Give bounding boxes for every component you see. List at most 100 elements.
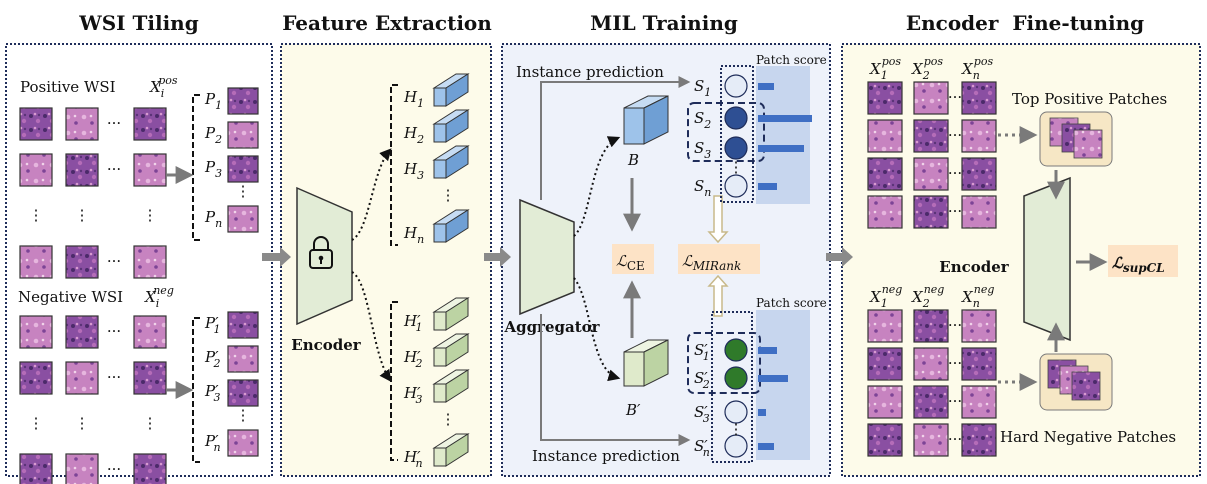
ft-tile <box>913 119 949 153</box>
ft-tile <box>913 157 949 191</box>
negative-wsi-symbol: Xineg <box>144 284 174 310</box>
feature-cube <box>432 433 470 467</box>
loss-ce: ℒCE <box>616 252 645 273</box>
pos-patch-bracket <box>192 94 200 241</box>
patch-thumb <box>227 205 259 233</box>
ellipsis-h: ··· <box>948 202 962 220</box>
B-label: B <box>627 151 639 169</box>
top-selected-group <box>687 102 765 162</box>
wsi-tile <box>19 361 53 395</box>
positive-wsi-label: Positive WSI <box>20 78 116 96</box>
ellipsis-h: ··· <box>948 126 962 144</box>
ft-header: X2neg <box>911 283 944 310</box>
feature-cube <box>432 333 470 367</box>
arrow-mil-to-finetune <box>826 247 853 267</box>
feature-label: H′n <box>403 448 423 470</box>
ellipsis-v: ⋮ <box>729 158 744 176</box>
ellipsis-v: ⋮ <box>236 406 251 424</box>
finetune-neg-grid: ··· ··· ··· ··· <box>867 309 997 457</box>
patch-score-top-label: Patch score <box>756 53 827 67</box>
feature-cube <box>432 73 470 107</box>
ft-tile <box>913 423 949 457</box>
patch-thumb <box>227 429 259 457</box>
ft-tile <box>867 195 903 229</box>
encoder-to-pos-features <box>351 148 392 241</box>
positive-wsi-symbol: Xipos <box>149 74 178 100</box>
wsi-tile <box>133 107 167 141</box>
pos-feature-bracket <box>390 84 398 246</box>
ft-tile <box>961 309 997 343</box>
patch-label: P′2 <box>204 348 221 370</box>
top-scores-group <box>720 65 754 203</box>
panels <box>5 43 1201 477</box>
neg-patch-bracket <box>192 317 200 463</box>
score-panel-bottom <box>756 310 810 460</box>
score-label: S′3 <box>694 403 710 425</box>
top-positive-label: Top Positive Patches <box>1012 90 1167 108</box>
aggregator-label: Aggregator <box>503 318 600 336</box>
feature-cube <box>432 145 470 179</box>
score-bar <box>758 375 788 382</box>
hard-neg-stack-3 <box>1071 371 1101 401</box>
feature-label: H′2 <box>403 348 423 370</box>
wsi-tile <box>65 315 99 349</box>
score-label: S′1 <box>694 341 710 363</box>
feature-label: H′1 <box>403 312 423 334</box>
positive-tile-grid: ······⋮⋮⋮··· <box>19 107 167 279</box>
score-bar <box>758 443 774 450</box>
score-bar <box>758 183 777 190</box>
wsi-tile <box>19 453 53 484</box>
feature-label: H2 <box>403 124 424 146</box>
finetune-encoder-shape <box>1023 176 1071 342</box>
patch-label: P′n <box>204 432 221 454</box>
patch-label: P3 <box>204 158 222 180</box>
loss-rank-box <box>678 244 760 274</box>
ellipsis-h: ··· <box>107 322 121 340</box>
wsi-tile <box>133 245 167 279</box>
ellipsis-v: ⋮ <box>75 206 90 224</box>
ellipsis-h: ··· <box>948 316 962 334</box>
wsi-tile <box>65 153 99 187</box>
ellipsis-h: ··· <box>948 392 962 410</box>
feature-cube <box>432 109 470 143</box>
score-bar <box>758 145 804 152</box>
ellipsis-v: ⋮ <box>29 206 44 224</box>
ft-tile <box>913 347 949 381</box>
loss-mirank: ℒMIRank <box>682 252 741 273</box>
wsi-tile <box>65 361 99 395</box>
ft-header: Xnpos <box>961 55 993 82</box>
instance-pred-bottom-label: Instance prediction <box>532 447 680 465</box>
ellipsis-v: ⋮ <box>29 414 44 432</box>
feature-label: Hn <box>403 224 424 246</box>
ft-tile <box>867 423 903 457</box>
ellipsis-v: ⋮ <box>729 420 744 438</box>
score-label: S′n <box>694 437 710 459</box>
instance-pred-top-arrow <box>540 76 691 200</box>
neg-feature-bracket <box>390 301 398 461</box>
ellipsis-v: ⋮ <box>143 414 158 432</box>
agg-to-Bprime <box>573 277 621 382</box>
arrow-tiling-to-feature <box>262 247 291 267</box>
finetune-encoder-label: Encoder <box>939 258 1010 276</box>
patch-score-bottom-label: Patch score <box>756 296 827 310</box>
patch-label: P′1 <box>204 314 221 336</box>
ellipsis-h: ··· <box>107 160 121 178</box>
ellipsis-h: ··· <box>948 430 962 448</box>
score-label: S2 <box>694 109 711 131</box>
ft-tile <box>913 81 949 115</box>
ellipsis-h: ··· <box>107 252 121 270</box>
ellipsis-v: ⋮ <box>75 414 90 432</box>
frozen-encoder-shape <box>296 186 353 326</box>
ft-header: X2pos <box>911 55 943 82</box>
patch-thumb <box>227 345 259 373</box>
ft-tile <box>961 119 997 153</box>
feature-encoder-label: Encoder <box>291 336 362 354</box>
ellipsis-h: ··· <box>948 354 962 372</box>
ft-header: X1neg <box>869 283 902 310</box>
score-label: S1 <box>694 77 711 99</box>
